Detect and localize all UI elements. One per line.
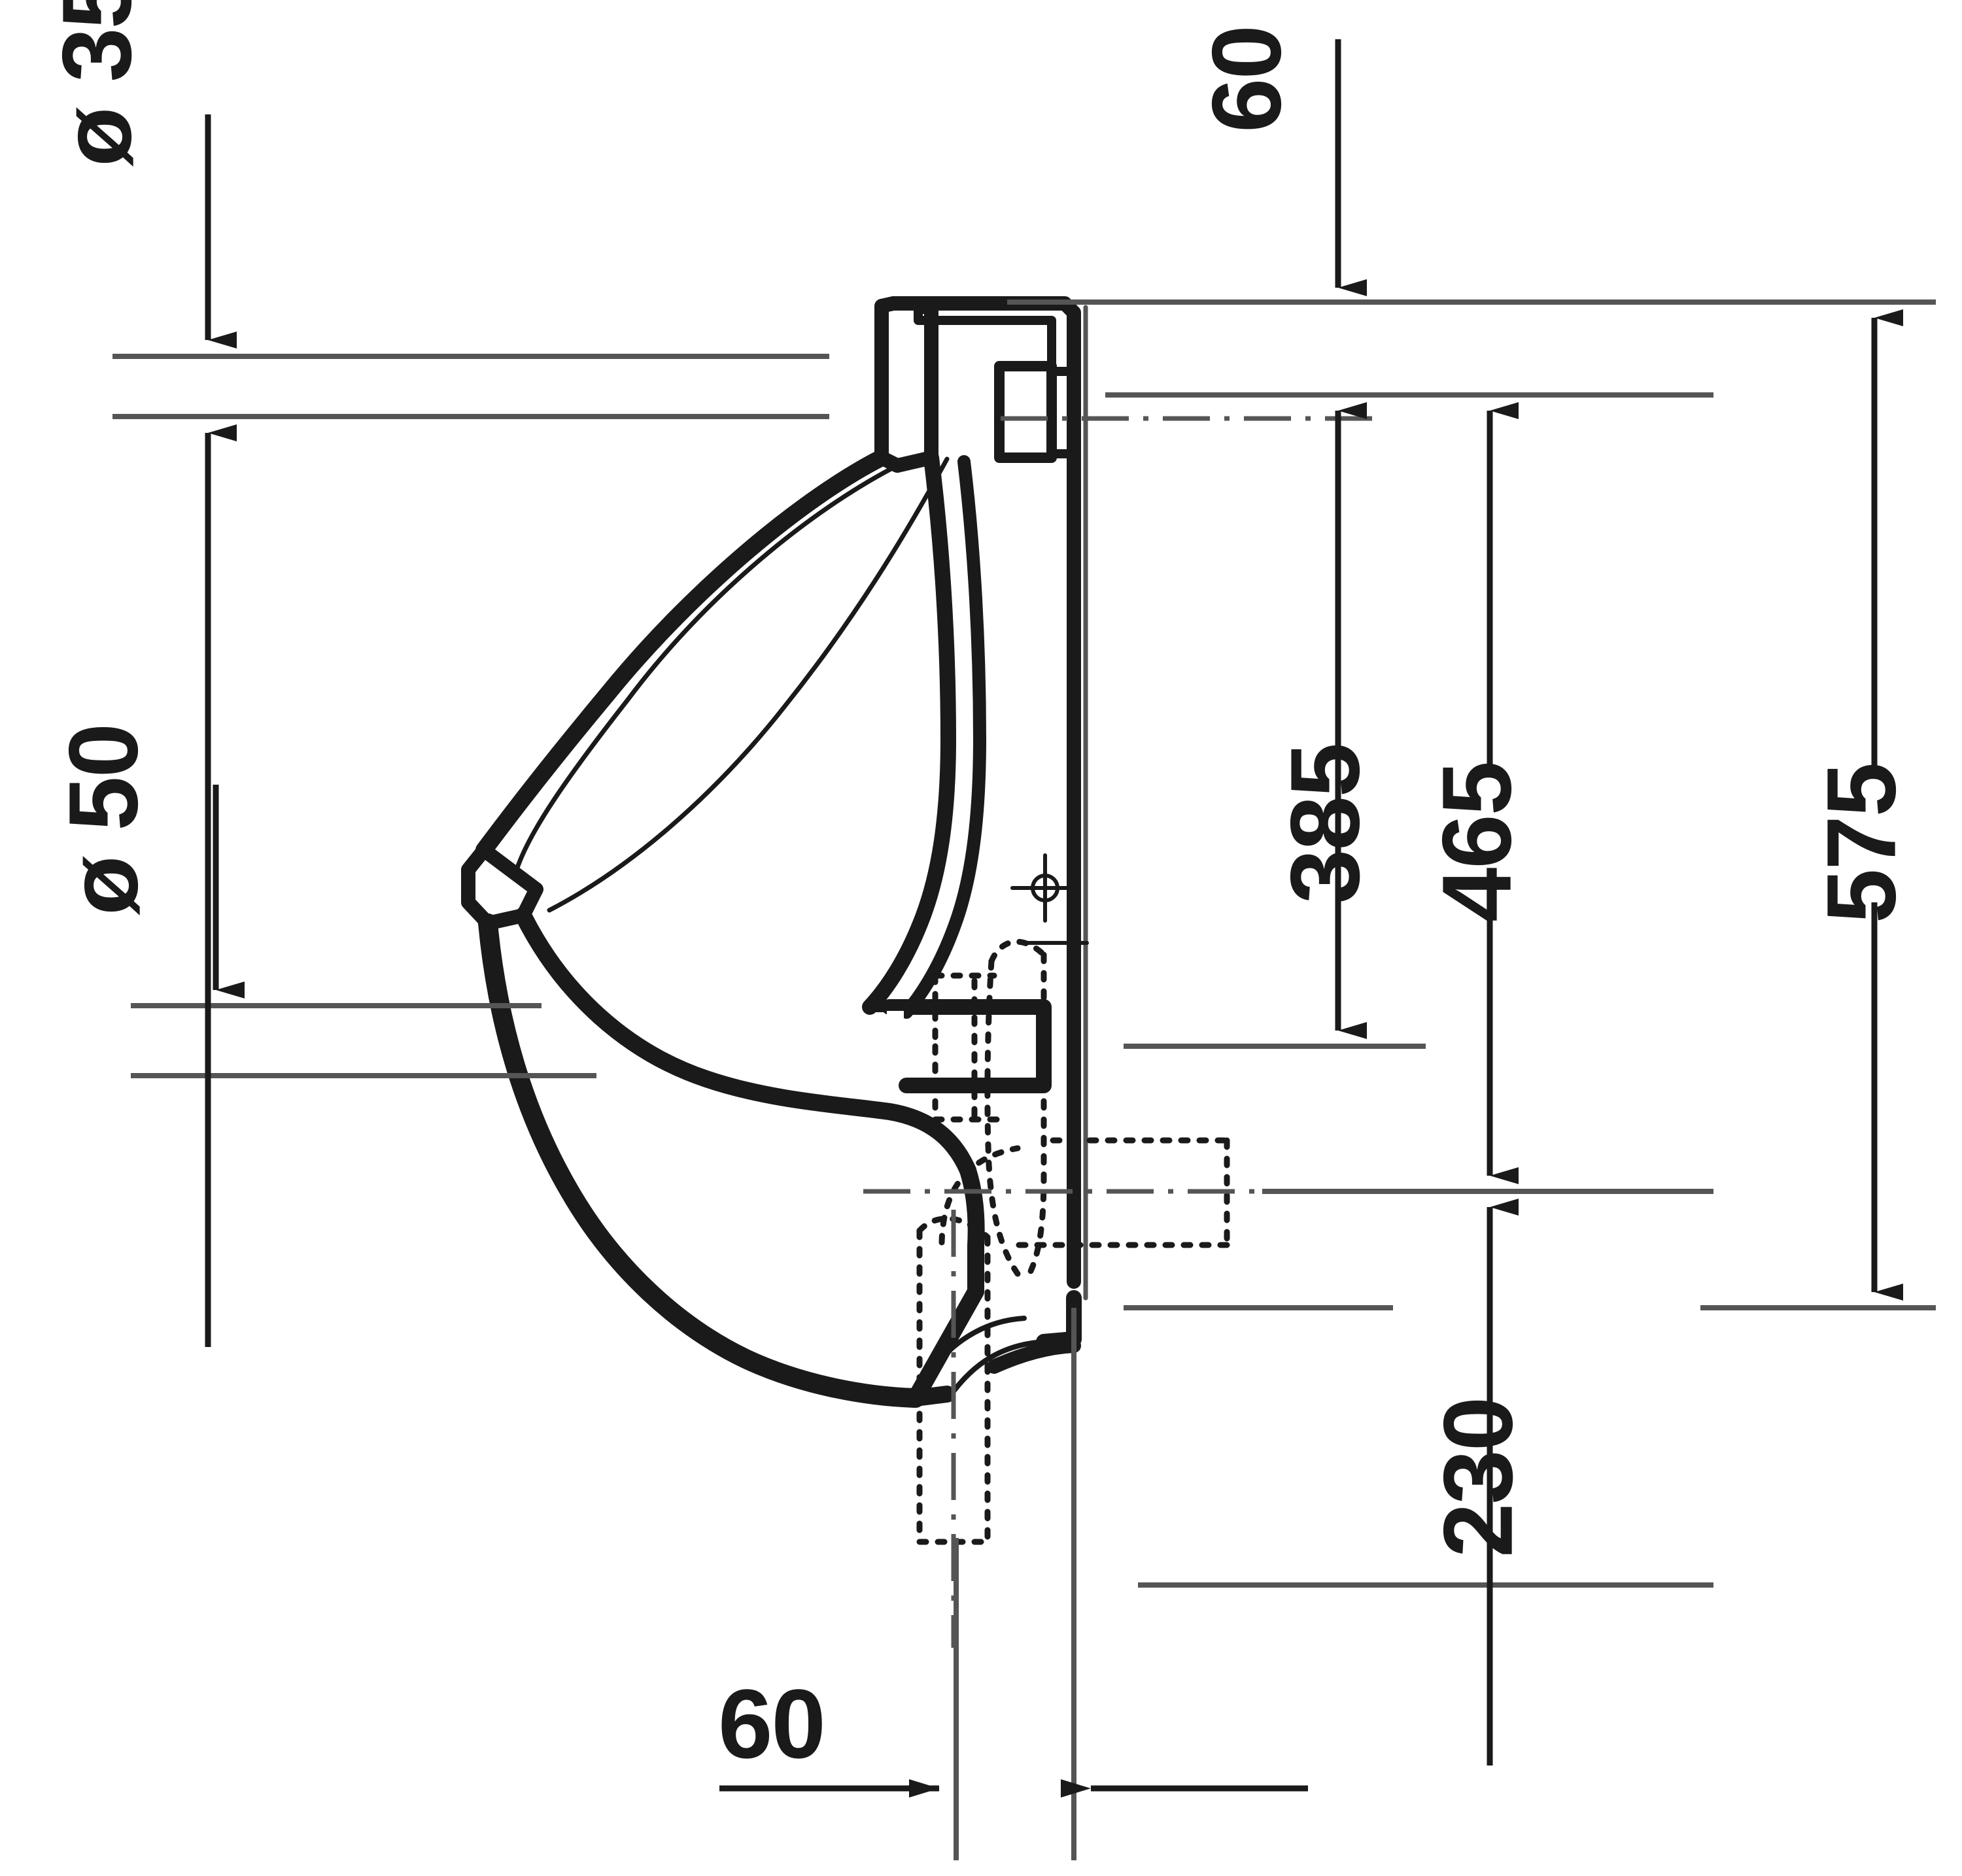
bowl-rim-outer-curve: [475, 449, 890, 859]
basin-right-outer-wall: [900, 455, 986, 1019]
rim-inner-step: [914, 299, 1056, 371]
dimension-arrows: [205, 39, 1903, 1798]
bowl-rim-inner-curve: [514, 463, 900, 872]
outlet-barrel-left: [984, 958, 1021, 1277]
urinal-body: [461, 296, 1089, 1408]
label-dia50: ø 50: [48, 725, 158, 915]
scoop-to-trap: [959, 1162, 985, 1254]
fixing-centre-cross: [1010, 853, 1080, 923]
basin-right-inner-wall: [862, 450, 956, 1015]
outlet-base-fillet: [987, 1339, 1081, 1374]
label-385: 385: [1270, 744, 1380, 904]
drain-pipe-top-cap: [916, 1216, 991, 1240]
label-top60: 60: [1192, 26, 1301, 133]
label-465: 465: [1422, 762, 1532, 922]
bowl-front-outer-profile: [478, 913, 925, 1408]
basin-inner-surface: [547, 456, 950, 913]
outlet-elbow-curve: [938, 1145, 1021, 1246]
bowl-interior-scoop: [515, 907, 976, 1179]
dimension-labels: ø 35 ø 50 60 385 465 575 230 60: [42, 0, 1916, 1779]
outlet-neck-upper: [913, 1316, 1027, 1401]
label-575: 575: [1806, 764, 1916, 923]
outlet-barrel-top-cap: [988, 938, 1047, 964]
label-dia35: ø 35: [42, 0, 152, 167]
rim-top-band: [886, 296, 1081, 465]
label-bottom60: 60: [718, 1669, 825, 1779]
label-230: 230: [1423, 1398, 1533, 1558]
outlet-barrel-right: [1027, 951, 1047, 1274]
throat-notch-highlight: [887, 1011, 904, 1025]
extension-lines: [112, 299, 1936, 1860]
hidden-outlet-geometry: [916, 938, 1230, 1545]
outlet-neck-lower: [947, 1339, 1046, 1399]
